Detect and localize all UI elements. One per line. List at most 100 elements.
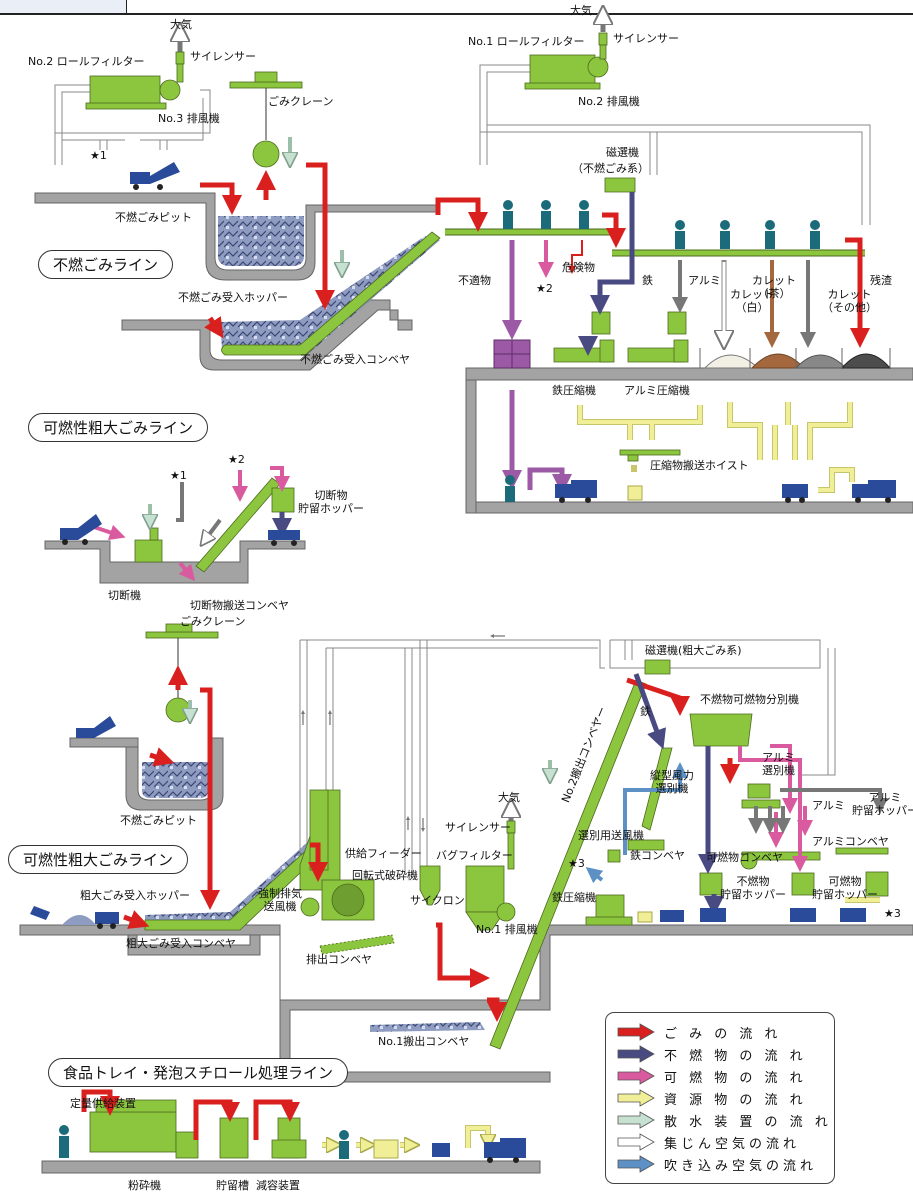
label-hazardous: 危険物 (562, 262, 595, 275)
label-storage: 貯留槽 (216, 1180, 249, 1193)
label-alu-hopper: アルミ貯留ホッパー (852, 792, 913, 817)
cut-hopper (272, 488, 294, 512)
forced-exhaust-fan (301, 898, 319, 916)
crane-2-rail (146, 632, 218, 638)
section-noncombustible-line: 不燃ごみライン (38, 250, 173, 279)
label-sort-fan: 選別用送風機 (578, 830, 644, 843)
label-iron-press-2: 鉄圧縮機 (552, 892, 596, 905)
label-iron-press-1: 鉄圧縮機 (552, 385, 596, 398)
label-cullet-brown: カレット（茶） (752, 275, 796, 300)
label-atmosphere-2: 大気 (570, 5, 592, 18)
section-combustible-bulky-line-2: 可燃性粗大ごみライン (8, 845, 188, 874)
label-alu-press-1: アルミ圧縮機 (624, 385, 690, 398)
legend-arrow-icon (616, 1133, 656, 1151)
crane-2-grab (166, 698, 190, 722)
label-silencer-3: サイレンサー (445, 822, 511, 835)
legend-label: 散 水 装 置 の 流 れ (664, 1111, 832, 1130)
worker-1 (503, 200, 513, 229)
worker-2 (541, 200, 551, 229)
quant-feeder (90, 1112, 176, 1152)
label-star2-b: ★2 (228, 454, 245, 467)
section-food-tray-line: 食品トレイ・発泡スチロール処理ライン (48, 1058, 348, 1087)
legend-label: 資 源 物 の 流 れ (664, 1089, 807, 1108)
label-star3-a: ★3 (568, 858, 585, 871)
storage-tank (220, 1118, 248, 1158)
label-forced-fan: 強制排気送風機 (258, 888, 302, 913)
label-exhaust-fan-3: No.3 排風機 (158, 113, 220, 126)
cutter-machine (135, 540, 162, 562)
label-cullet-brown-1: カレット (752, 274, 796, 287)
label-iron: 鉄 (642, 275, 653, 288)
label-atmosphere-1: 大気 (170, 19, 192, 32)
label-roll-filter-2: No.2 ロールフィルター (28, 56, 145, 69)
pit-2-top-floor (70, 738, 138, 747)
truck-7 (76, 716, 116, 738)
legend-label: 集じん空気の流れ (664, 1133, 800, 1152)
label-hoist: 圧縮物搬送ホイスト (650, 460, 749, 473)
label-bag-filter: バグフィルター (436, 850, 513, 863)
label-alu-hopper-2: 貯留ホッパー (852, 804, 913, 817)
pit-2-trash (142, 762, 208, 798)
label-discharge-conveyor: 排出コンベヤ (306, 954, 372, 967)
label-cut-hopper-2: 貯留ホッパー (298, 502, 364, 515)
legend: ご み の 流 れ不 燃 物 の 流 れ可 燃 物 の 流 れ資 源 物 の 流… (605, 1012, 835, 1184)
food-line-floor (42, 1161, 540, 1173)
label-alu-sep-1: アルミ (762, 751, 795, 764)
label-atmosphere-3: 大気 (498, 792, 520, 805)
label-cut-hopper: 切断物貯留ホッパー (298, 490, 364, 515)
legend-arrow-icon (616, 1067, 656, 1085)
truck-12 (840, 908, 866, 922)
label-alu-conveyor: アルミコンベヤ (812, 836, 889, 849)
magnet-1 (605, 178, 635, 192)
bulky-pile (62, 915, 96, 925)
label-alu-hopper-1: アルミ (869, 791, 902, 804)
cutter-pit (45, 541, 305, 583)
legend-item: 資 源 物 の 流 れ (616, 1089, 807, 1107)
label-magnet-2: 磁選機(粗大ごみ系) (645, 645, 742, 658)
truck-11 (790, 908, 816, 922)
crane-1-grab (253, 141, 279, 167)
label-comb-conveyor: 可燃物コンベヤ (706, 852, 783, 865)
bag-filter (466, 866, 504, 912)
worker-3 (579, 200, 589, 229)
worker-9 (59, 1125, 69, 1158)
exhaust-fan-1 (497, 903, 515, 921)
label-cullet-other: カレット（その他） (822, 289, 877, 314)
silencer-2 (599, 33, 607, 45)
label-conveyor-receive: 不燃ごみ受入コンベヤ (300, 354, 410, 367)
truck-13 (432, 1143, 450, 1157)
truck-3 (782, 484, 808, 503)
label-cullet-other-2: （その他） (822, 301, 877, 314)
exhaust-fan-2 (588, 57, 608, 77)
label-no1-discharge: No.1搬出コンベヤ (378, 1036, 469, 1049)
exhaust-fan-3 (160, 80, 180, 100)
legend-label: 可 燃 物 の 流 れ (664, 1067, 807, 1086)
alu-conveyor-beam (836, 848, 888, 854)
label-crane-1: ごみクレーン (268, 96, 333, 109)
legend-label: ご み の 流 れ (664, 1023, 782, 1042)
label-cullet-other-1: カレット (828, 288, 872, 301)
label-bulky-conveyor: 粗大ごみ受入コンベヤ (126, 938, 236, 951)
label-exhaust-fan-2: No.2 排風機 (578, 96, 640, 109)
truck-1 (130, 162, 180, 190)
label-noncomb-hopper-2: 貯留ホッパー (720, 888, 786, 901)
label-residue: 残渣 (870, 275, 892, 288)
pallet-food (374, 1140, 398, 1158)
legend-label: 吹き込み空気の流れ (664, 1155, 817, 1174)
alu-press-hopper-1 (668, 312, 686, 334)
label-vertical-wind-2: 選別機 (656, 782, 689, 795)
comb-hopper (792, 873, 814, 895)
silencer-1 (176, 52, 184, 64)
label-forced-fan-1: 強制排気 (258, 887, 302, 900)
label-alu-2: アルミ (812, 800, 845, 813)
discharge-conveyor (320, 935, 394, 954)
label-cut-hopper-1: 切断物 (315, 489, 348, 502)
worker-5 (720, 220, 730, 249)
legend-item: 不 燃 物 の 流 れ (616, 1045, 807, 1063)
worker-7 (810, 220, 820, 249)
truck-9 (660, 910, 684, 922)
legend-item: 集じん空気の流れ (616, 1133, 800, 1151)
label-cyclone: サイクロン (410, 895, 465, 908)
separator (690, 714, 752, 746)
label-bulky-hopper: 粗大ごみ受入ホッパー (80, 890, 190, 903)
